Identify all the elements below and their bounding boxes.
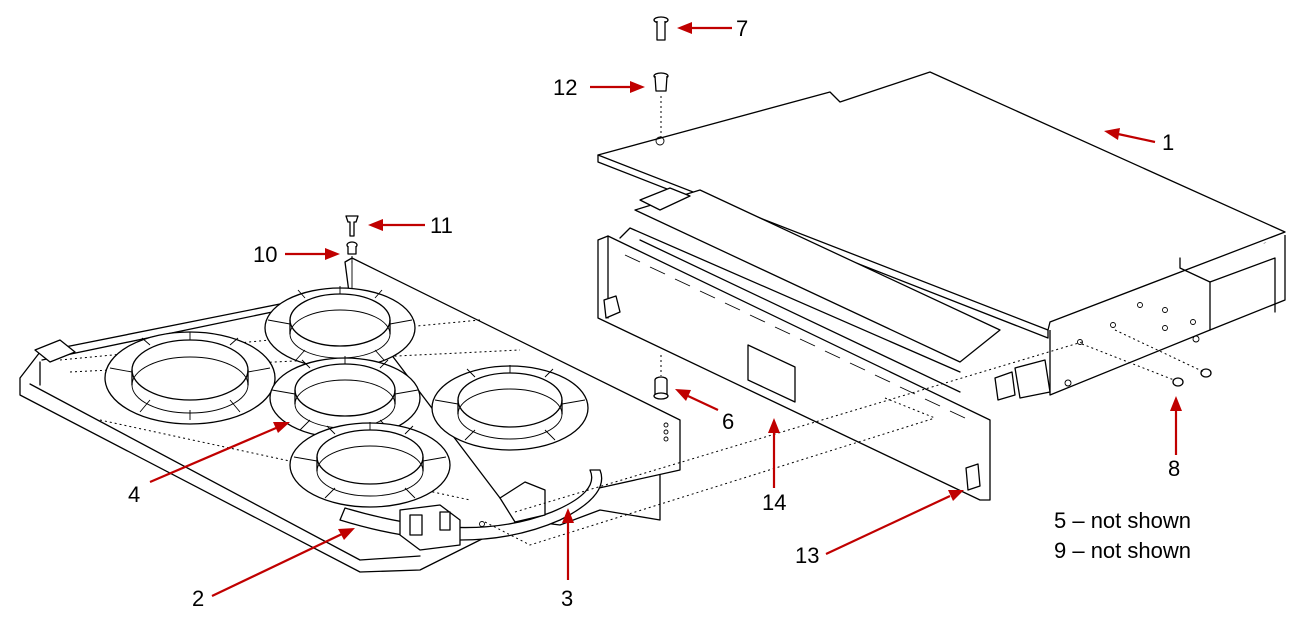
callout-6: 6 [722,409,734,434]
enclosure-assembly [597,16,1286,501]
note-part-5: 5 – not shown [1054,508,1191,533]
callout-1: 1 [1162,130,1174,155]
callout-arrows [149,22,1182,597]
callout-11: 11 [430,213,453,238]
callout-10: 10 [253,242,277,267]
screw-part-8 [1200,368,1212,378]
spool [289,422,451,508]
spool [431,365,589,451]
nut-part-12 [653,72,669,92]
callout-2: 2 [192,586,204,611]
callout-12: 12 [553,75,577,100]
washer-part-10 [346,241,358,255]
callout-7: 7 [736,16,748,41]
screw-part-7 [653,16,669,41]
callout-13: 13 [795,543,819,568]
note-part-9: 9 – not shown [1054,538,1191,563]
standoff-part-6 [653,376,669,400]
screw-part-11 [345,215,359,237]
splice-tray-assembly [19,215,681,573]
callout-8: 8 [1168,456,1180,481]
screw-part-8 [1172,377,1184,387]
callout-14: 14 [762,490,786,515]
callout-4: 4 [128,482,140,507]
spool [269,356,421,439]
callout-3: 3 [561,586,573,611]
spool [104,331,276,425]
